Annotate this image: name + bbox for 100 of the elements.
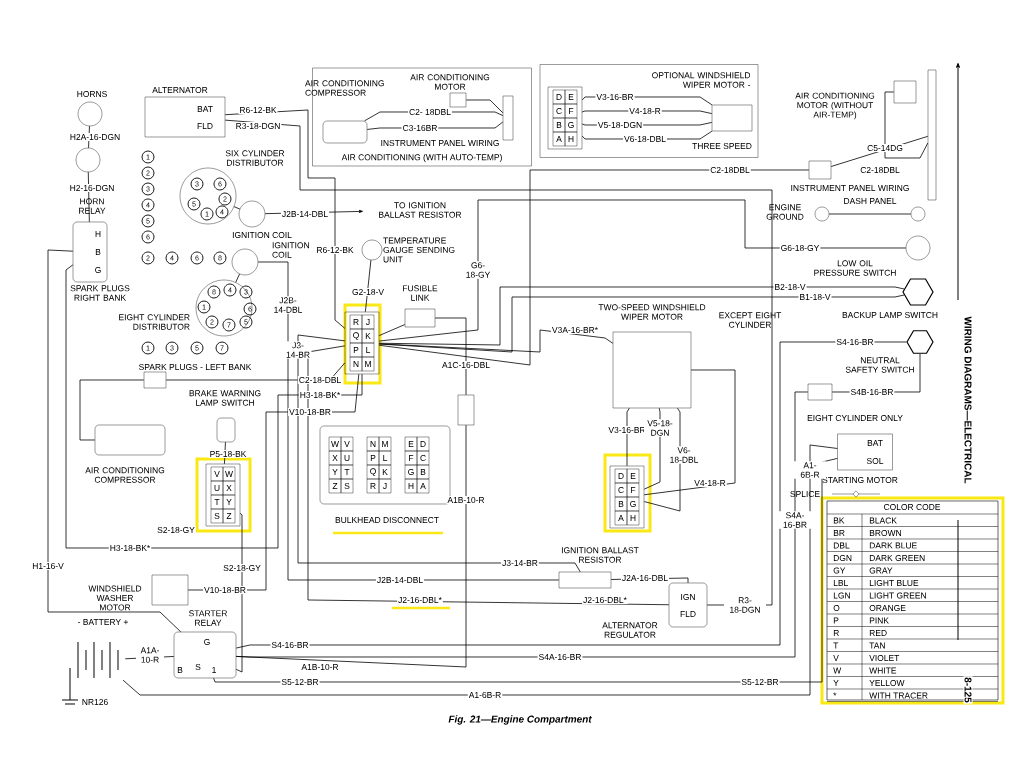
- connector-pin: V: [210, 466, 224, 482]
- connector-pin: G: [404, 464, 418, 480]
- wire-label: C2-18-DBL: [297, 376, 343, 384]
- connector-pin: X: [222, 480, 236, 496]
- connector-pin: S: [210, 508, 224, 524]
- figure-code: NR126: [82, 699, 108, 705]
- connector-pin: F: [404, 450, 418, 466]
- connector-pin: N: [366, 436, 380, 452]
- component-label: LOW OIL PRESSURE SWITCH: [814, 260, 896, 276]
- color-code-abbreviation: DGN: [833, 555, 852, 561]
- wire-label: V5-18- DGN: [644, 419, 676, 437]
- wire-label: V4-18-R: [693, 479, 727, 487]
- component-label: G: [204, 639, 210, 645]
- wire-label: J2A-16-DBL: [620, 574, 670, 582]
- component-label: IGN: [681, 594, 695, 600]
- wire: [378, 169, 810, 366]
- wire-label: R3-18-DGN: [234, 122, 282, 130]
- connector-pin: P: [349, 342, 363, 358]
- connector-pin: Z: [328, 478, 342, 494]
- connector-pin: Y: [222, 494, 236, 510]
- component-label: S: [195, 664, 201, 670]
- component-label: FLD: [197, 123, 213, 129]
- connector-pin: W: [222, 466, 236, 482]
- component-label: DASH PANEL: [844, 198, 897, 204]
- wire-label: S5-12-BR: [280, 678, 320, 686]
- wire-label: H3-18-BK*: [108, 544, 152, 552]
- color-code-abbreviation: *: [833, 692, 837, 696]
- wire-label: R6-12-BK: [315, 246, 355, 254]
- color-name: ORANGE: [869, 605, 906, 611]
- color-name: VIOLET: [869, 655, 900, 661]
- wire-label: J2B-14-DBL: [375, 576, 425, 584]
- wire: [307, 345, 670, 606]
- ground-terminal: [910, 206, 926, 222]
- connector-pin: N: [349, 356, 363, 372]
- component-label: EIGHT CYLINDER DISTRIBUTOR: [119, 314, 190, 330]
- color-name: LIGHT GREEN: [869, 592, 926, 599]
- wire: [235, 512, 243, 673]
- connector-pin: K: [378, 464, 392, 480]
- component-label: BAT: [197, 106, 213, 112]
- color-code-abbreviation: P: [833, 617, 839, 624]
- component-label: B: [95, 249, 101, 255]
- component-label: INSTRUMENT PANEL WIRING: [381, 140, 499, 146]
- wire-label: J3- 14-BR: [284, 341, 312, 359]
- wire-label: S5-12-BR: [740, 678, 780, 686]
- wire-label: S4B-16-BR: [849, 388, 895, 396]
- component-label: BRAKE WARNING LAMP SWITCH: [189, 390, 261, 406]
- connector-pin: E: [626, 468, 640, 484]
- component-label: TEMPERATURE GAUGE SENDING UNIT: [383, 237, 455, 263]
- color-code-abbreviation: GY: [833, 567, 846, 574]
- wire: [364, 259, 372, 313]
- wire-label: H2-16-DGN: [68, 184, 116, 192]
- wire: [233, 206, 241, 210]
- wire: [378, 199, 907, 342]
- connector-pin: C: [614, 482, 628, 498]
- connector-pin: B: [416, 464, 430, 480]
- connector-pin: Q: [366, 464, 380, 480]
- wire-label: J2-16-DBL*: [582, 596, 628, 604]
- component-label: HORN RELAY: [79, 198, 106, 214]
- note-text: SPARK PLUGS RIGHT BANK: [70, 285, 130, 301]
- wire-label: J2-16-DBL*: [397, 596, 443, 604]
- wire: [378, 286, 905, 346]
- component-label: AIR CONDITIONING COMPRESSOR: [85, 467, 165, 483]
- wire-label: P5-18-BK: [208, 450, 248, 458]
- wire: [884, 91, 929, 159]
- connector-pin: B: [614, 496, 628, 512]
- component-label: IGNITION BALLAST RESISTOR: [561, 547, 639, 563]
- component-label: STARTER RELAY: [189, 610, 227, 626]
- wire: [434, 317, 467, 396]
- wire-label: C2-18DBL: [859, 166, 901, 174]
- color-code-abbreviation: V: [833, 655, 839, 661]
- connector-pin: B: [552, 117, 566, 133]
- wire-label: A1B-10-R: [446, 496, 486, 504]
- note-text: EIGHT CYLINDER ONLY: [807, 415, 903, 421]
- wire: [828, 213, 912, 215]
- component-label: AIR CONDITIONING (WITH AUTO-TEMP): [341, 154, 502, 162]
- wire-label: A1- 6B-R: [794, 461, 826, 479]
- connector-pin: A: [552, 131, 566, 147]
- component-label: TWO-SPEED WINDSHIELD WIPER MOTOR: [598, 304, 706, 320]
- component-label: ALTERNATOR REGULATOR: [602, 622, 658, 638]
- wire-label: V10-18-BR: [203, 586, 247, 594]
- wire-label: S2-18-GY: [156, 526, 196, 534]
- motor-symbol: [711, 104, 753, 132]
- connector-pin: W: [328, 436, 342, 452]
- wire-label: S4-16-BR: [835, 338, 875, 346]
- wire-label: B1-18-V: [798, 293, 832, 301]
- connector-pin: L: [378, 450, 392, 466]
- wire-label: G6- 18-GY: [462, 261, 494, 279]
- color-name: BROWN: [869, 530, 901, 536]
- component-label: 1: [212, 667, 216, 673]
- component-label: G: [95, 267, 101, 273]
- wire: [235, 391, 809, 658]
- color-code-abbreviation: BK: [833, 517, 845, 524]
- connector-pin: P: [366, 450, 380, 466]
- connector-pin: D: [416, 436, 430, 452]
- connector-pin: G: [564, 117, 578, 133]
- wire-label: S2-18-GY: [222, 564, 262, 572]
- connector-pin: V: [340, 436, 354, 452]
- wire: [122, 444, 838, 696]
- component-label: IGNITION COIL: [272, 242, 309, 258]
- wire-label: J2B- 14-DBL: [272, 296, 304, 314]
